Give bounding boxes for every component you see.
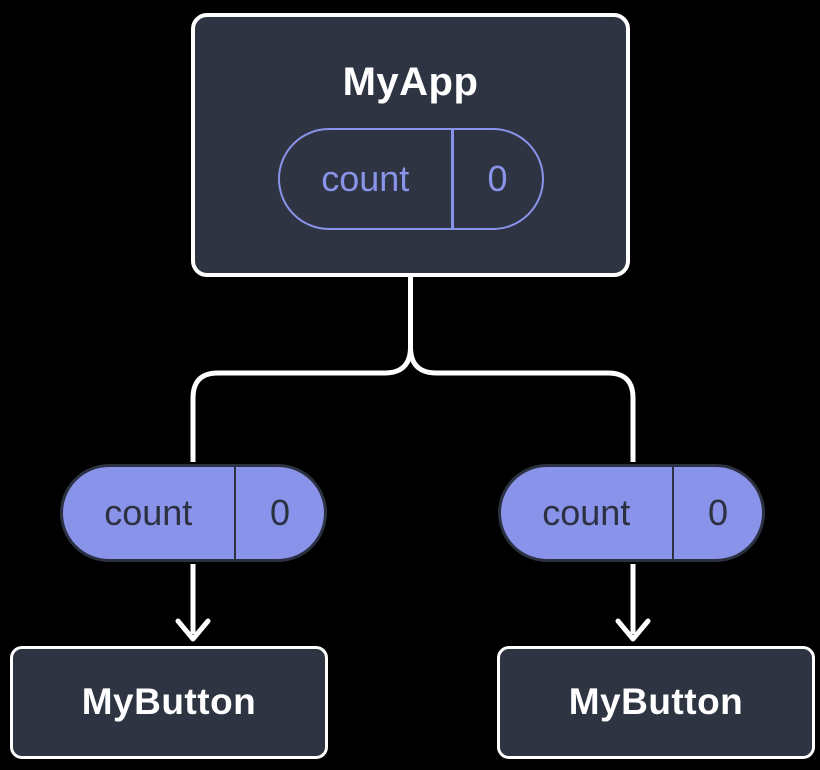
prop-pill-left: count 0 bbox=[60, 464, 327, 562]
prop-pill-value: 0 bbox=[269, 492, 291, 533]
node-title-mybutton-left: MyButton bbox=[81, 681, 257, 723]
state-pill-name: count bbox=[321, 158, 410, 199]
node-mybutton-left: MyButton bbox=[10, 646, 328, 759]
node-title-myapp: MyApp bbox=[342, 60, 479, 104]
prop-pill-name: count bbox=[104, 492, 193, 533]
prop-pill-value: 0 bbox=[707, 492, 729, 533]
state-pill-myapp: count 0 bbox=[277, 128, 544, 230]
pill-divider bbox=[233, 467, 236, 559]
arrow-head-icon bbox=[615, 618, 651, 642]
state-pill-value: 0 bbox=[487, 158, 508, 199]
pill-divider bbox=[671, 467, 674, 559]
node-myapp: MyApp count 0 bbox=[191, 13, 630, 277]
branch-line-left bbox=[190, 275, 413, 462]
arrow-head-icon bbox=[175, 618, 211, 642]
prop-pill-name: count bbox=[542, 492, 631, 533]
node-title-mybutton-right: MyButton bbox=[568, 681, 744, 723]
pill-divider bbox=[451, 130, 454, 228]
branch-line-right bbox=[408, 275, 636, 462]
prop-pill-right: count 0 bbox=[498, 464, 765, 562]
node-mybutton-right: MyButton bbox=[497, 646, 815, 759]
